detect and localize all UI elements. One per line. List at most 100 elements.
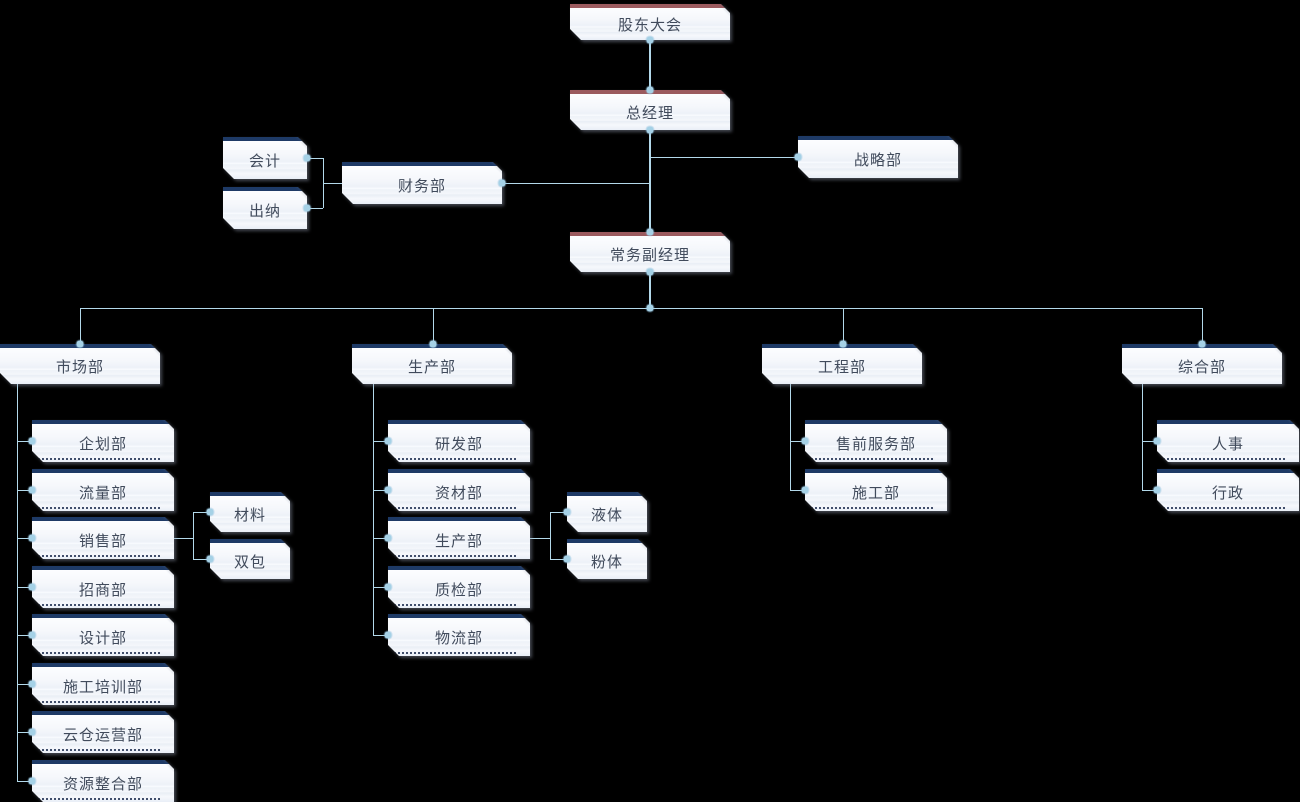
node-marketing-dept[interactable]: 市场部 [0, 344, 160, 384]
connector-line [373, 587, 388, 588]
connector-dot [303, 154, 311, 162]
node-construction-dept[interactable]: 施工部 [805, 469, 947, 511]
connector-line [373, 635, 388, 636]
connector-dot [839, 340, 847, 348]
node-label: 资材部 [434, 484, 483, 502]
node-label: 常务副经理 [609, 246, 690, 264]
connector-line [307, 158, 323, 159]
node-resource-integration-dept[interactable]: 资源整合部 [32, 760, 174, 802]
connector-line [843, 308, 844, 344]
connector-dot [646, 268, 654, 276]
connector-line [17, 441, 32, 442]
node-label: 设计部 [78, 629, 127, 647]
node-body: 工程部 [762, 344, 922, 384]
node-materials-team[interactable]: 材料 [210, 492, 290, 532]
node-body: 销售部 [32, 517, 174, 559]
node-hr[interactable]: 人事 [1157, 420, 1299, 462]
connector-dot [28, 486, 36, 494]
connector-line [790, 490, 805, 491]
connector-line [373, 538, 388, 539]
node-deputy-general-manager[interactable]: 常务副经理 [570, 232, 730, 272]
connector-dot [206, 555, 214, 563]
node-label: 出纳 [248, 202, 281, 220]
connector-line [1142, 490, 1157, 491]
connector-line [790, 384, 791, 490]
connector-dot [801, 486, 809, 494]
connector-dot [28, 728, 36, 736]
connector-line [80, 308, 1202, 309]
node-shareholders-meeting[interactable]: 股东大会 [570, 4, 730, 40]
node-quality-inspection-dept[interactable]: 质检部 [388, 566, 530, 608]
node-body: 常务副经理 [570, 232, 730, 272]
node-label: 施工部 [851, 484, 900, 502]
node-body: 粉体 [567, 539, 647, 579]
node-label: 招商部 [78, 581, 127, 599]
node-double-package-team[interactable]: 双包 [210, 539, 290, 579]
connector-line [17, 684, 32, 685]
connector-dot [429, 340, 437, 348]
node-body: 财务部 [342, 162, 502, 204]
node-label: 工程部 [817, 358, 866, 376]
node-label: 双包 [233, 553, 266, 571]
connector-line [649, 272, 651, 308]
connector-dot [28, 631, 36, 639]
connector-line [193, 512, 194, 559]
node-cloud-warehouse-ops-dept[interactable]: 云仓运营部 [32, 711, 174, 753]
node-material-supply-dept[interactable]: 资材部 [388, 469, 530, 511]
node-rnd-dept[interactable]: 研发部 [388, 420, 530, 462]
node-cashier[interactable]: 出纳 [223, 187, 307, 229]
connector-dot [1198, 340, 1206, 348]
node-body: 企划部 [32, 420, 174, 462]
node-powder-team[interactable]: 粉体 [567, 539, 647, 579]
node-strategy-dept[interactable]: 战略部 [798, 136, 958, 178]
node-label: 会计 [248, 152, 281, 170]
node-presales-service-dept[interactable]: 售前服务部 [805, 420, 947, 462]
node-engineering-dept[interactable]: 工程部 [762, 344, 922, 384]
node-merchant-recruit-dept[interactable]: 招商部 [32, 566, 174, 608]
connector-dot [384, 486, 392, 494]
connector-dot [646, 228, 654, 236]
node-body: 行政 [1157, 469, 1299, 511]
connector-dot [384, 534, 392, 542]
node-production-sub-dept[interactable]: 生产部 [388, 517, 530, 559]
node-label: 销售部 [78, 532, 127, 550]
node-general-affairs-dept[interactable]: 综合部 [1122, 344, 1282, 384]
node-label: 研发部 [434, 435, 483, 453]
node-liquid-team[interactable]: 液体 [567, 492, 647, 532]
connector-line [17, 732, 32, 733]
node-label: 施工培训部 [62, 678, 143, 696]
node-body: 液体 [567, 492, 647, 532]
node-body: 资材部 [388, 469, 530, 511]
node-traffic-dept[interactable]: 流量部 [32, 469, 174, 511]
connector-dot [563, 508, 571, 516]
node-general-manager[interactable]: 总经理 [570, 90, 730, 130]
node-accounting[interactable]: 会计 [223, 137, 307, 179]
node-body: 双包 [210, 539, 290, 579]
node-logistics-dept[interactable]: 物流部 [388, 614, 530, 656]
node-label: 生产部 [407, 358, 456, 376]
connector-line [650, 157, 798, 158]
connector-line [17, 490, 32, 491]
connector-line [307, 208, 323, 209]
node-label: 物流部 [434, 629, 483, 647]
connector-dot [498, 179, 506, 187]
node-label: 综合部 [1177, 358, 1226, 376]
node-admin[interactable]: 行政 [1157, 469, 1299, 511]
node-body: 售前服务部 [805, 420, 947, 462]
connector-dot [28, 583, 36, 591]
connector-line [1202, 308, 1203, 344]
node-planning-dept[interactable]: 企划部 [32, 420, 174, 462]
node-finance-dept[interactable]: 财务部 [342, 162, 502, 204]
node-design-dept[interactable]: 设计部 [32, 614, 174, 656]
node-sales-dept[interactable]: 销售部 [32, 517, 174, 559]
connector-dot [646, 86, 654, 94]
node-production-dept[interactable]: 生产部 [352, 344, 512, 384]
connector-dot [28, 437, 36, 445]
node-body: 战略部 [798, 136, 958, 178]
node-construction-training-dept[interactable]: 施工培训部 [32, 663, 174, 705]
node-label: 售前服务部 [835, 435, 916, 453]
node-body: 出纳 [223, 187, 307, 229]
connector-dot [28, 534, 36, 542]
node-label: 生产部 [434, 532, 483, 550]
connector-line [80, 308, 81, 344]
